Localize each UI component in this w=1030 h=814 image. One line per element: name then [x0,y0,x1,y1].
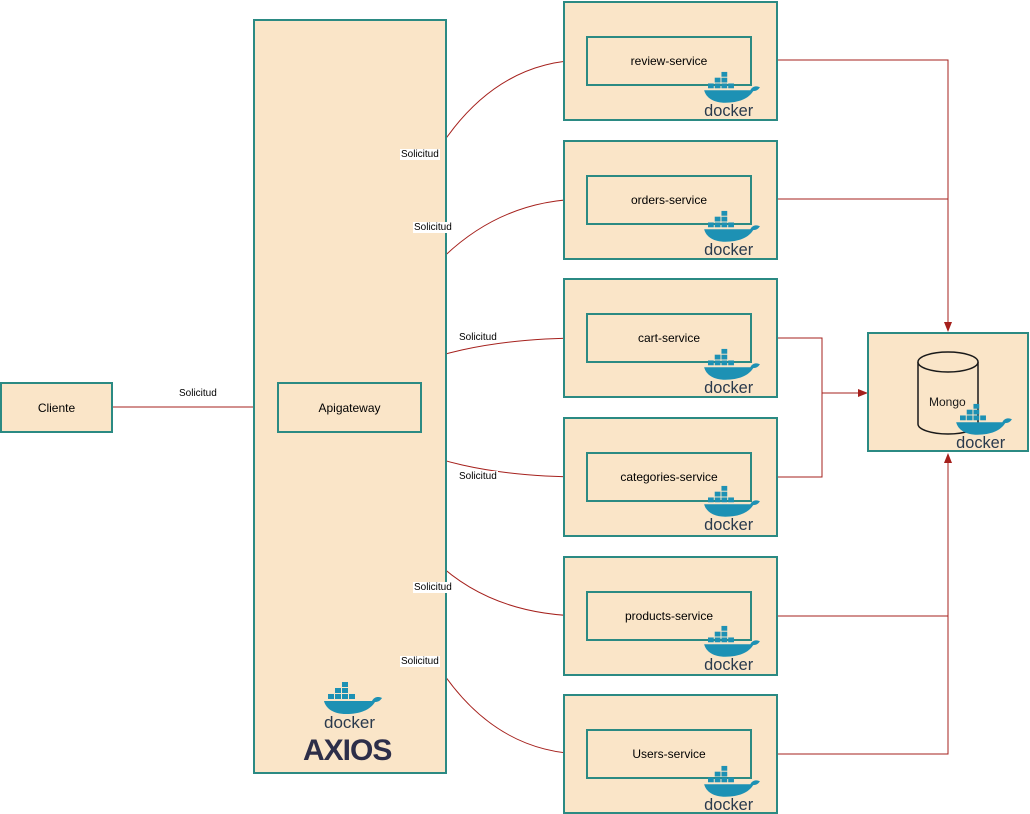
docker-word: docker [956,434,1006,452]
users-service-node[interactable]: Users-service [586,729,752,779]
docker-word: docker [704,241,754,259]
edge-label-cliente-gateway: Solicitud [178,388,218,399]
edge-label-gateway-orders: Solicitud [413,222,453,233]
edge-label-gateway-cart: Solicitud [458,332,498,343]
edge-cart-mongo [778,337,868,397]
edge-review-mongo [778,59,952,332]
docker-whale-icon: docker [956,403,1012,452]
edge-categories-mongo [778,393,823,478]
review-service-node[interactable]: review-service [586,36,752,86]
edge-label-gateway-categories: Solicitud [458,471,498,482]
cart-service-label: cart-service [637,331,700,345]
cliente-label: Cliente [37,400,76,415]
edge-users-mongo [778,453,952,755]
docker-word: docker [324,713,375,732]
orders-service-label: orders-service [630,193,708,207]
apigateway-label: Apigateway [318,400,381,415]
docker-word: docker [704,379,754,397]
products-service-node[interactable]: products-service [586,591,752,641]
cliente-node[interactable]: Cliente [0,382,113,433]
docker-word: docker [704,102,754,120]
edge-label-gateway-products: Solicitud [413,582,453,593]
mongo-label: Mongo [929,395,966,409]
docker-whale-icon: docker [704,348,760,397]
docker-whale-icon: docker [704,625,760,674]
docker-word: docker [704,656,754,674]
docker-whale-icon: docker [704,71,760,120]
products-service-label: products-service [624,609,714,623]
categories-service-label: categories-service [620,470,718,484]
edge-label-gateway-users: Solicitud [400,656,440,667]
docker-whale-icon: docker [324,682,382,732]
cart-service-node[interactable]: cart-service [586,313,752,363]
axios-logo: AXIOS [303,734,392,768]
docker-whale-icon: docker [704,485,760,534]
axios-word: AXIOS [303,734,392,767]
docker-word: docker [704,516,754,534]
users-service-label: Users-service [632,747,706,761]
orders-service-node[interactable]: orders-service [586,175,752,225]
docker-whale-icon: docker [704,765,760,814]
review-service-label: review-service [630,54,708,68]
apigateway-node[interactable]: Apigateway [277,382,422,433]
docker-whale-icon: docker [704,210,760,259]
edge-label-gateway-review: Solicitud [400,149,440,160]
docker-word: docker [704,796,754,814]
